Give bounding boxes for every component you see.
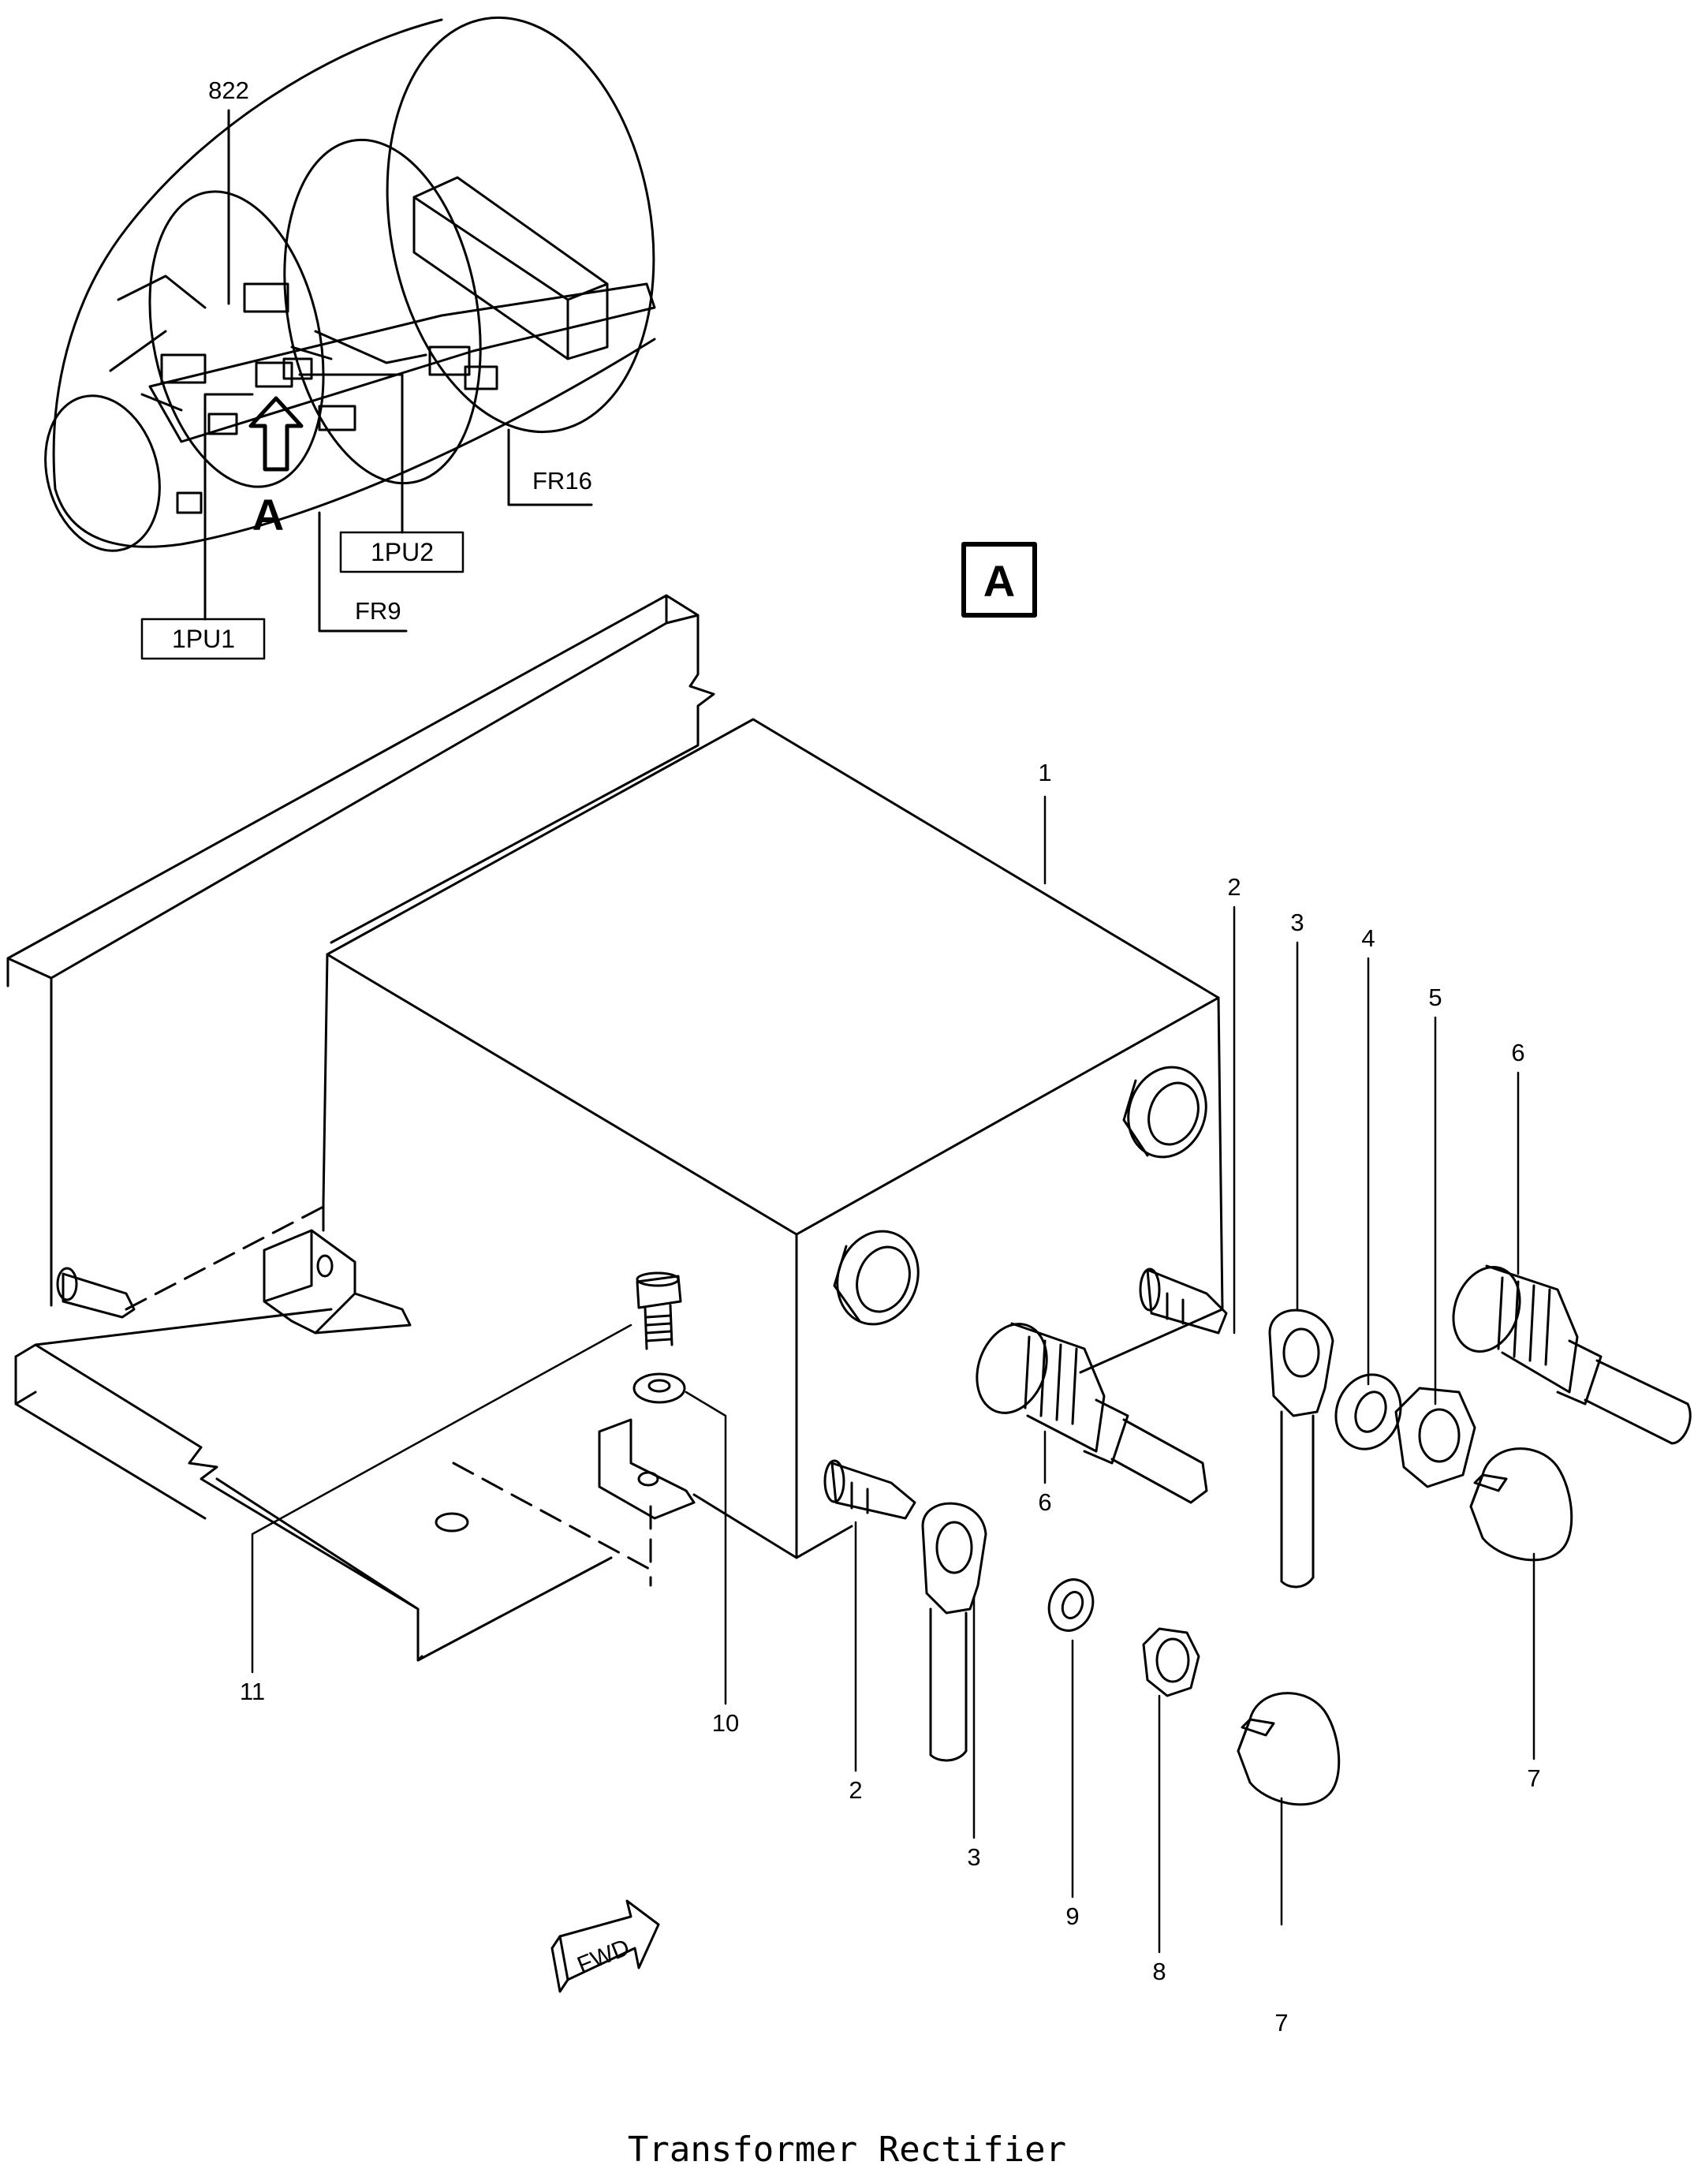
equipment-shelf [148,282,656,443]
mounting-structure [6,594,715,1662]
cabinet [412,176,609,360]
callout-8: 8 [1152,1958,1166,1985]
equipment-box [160,353,207,384]
callout-3: 3 [1290,909,1304,936]
leader-1pu1 [203,393,254,621]
equipment-box [176,491,203,514]
callout-1: 1 [1038,759,1051,786]
callout-10: 10 [712,1709,739,1737]
nut-5 [1394,1387,1476,1488]
mount-bracket-right [598,1418,696,1520]
unit-1pu1-box [140,618,266,660]
mount-bracket-left [263,1229,412,1335]
view-a-box [961,542,1037,618]
callout-6: 6 [1511,1039,1524,1066]
leader-fr16 [507,428,593,506]
nose-frame-outer [386,16,655,434]
bolt [636,1271,682,1350]
tr-unit-highlight [282,357,313,380]
cap-upper [1469,1447,1573,1562]
bracket-hole [316,1254,334,1278]
callout-7: 7 [1527,1764,1540,1792]
washer-9 [1047,1578,1095,1632]
callout-9: 9 [1065,1902,1079,1930]
washer-10 [632,1372,686,1404]
view-arrow [248,396,304,472]
terminal-stud-upper [1139,1267,1228,1335]
view-a-label: A [983,556,1015,606]
tr-unit-highlight [255,361,293,388]
leader-1pu2 [298,373,404,534]
fwd-arrow [550,1899,660,1993]
callout-3: 3 [967,1843,980,1871]
callout-5: 5 [1428,984,1442,1011]
equipment-box [464,365,498,390]
connector-plug-lower [976,1322,1208,1504]
locating-pin [62,1272,136,1319]
floor-panel [14,1308,613,1662]
callout-2: 2 [849,1776,862,1804]
terminal-stud-lower [823,1459,916,1520]
bracket-lines [109,274,427,412]
transformer-rectifier-unit [56,718,1224,1559]
equipment-box [428,345,471,376]
nose-frame-tip [44,394,161,552]
equipment-box [207,413,238,435]
frame-label-fr16: FR16 [532,467,592,495]
unit-1pu2-box [339,531,465,573]
callout-11: 11 [240,1678,265,1705]
unit-label-1pu1: 1PU1 [172,625,235,653]
arrow-label: A [252,490,284,539]
mount-hole [435,1512,469,1533]
callout-6: 6 [1038,1488,1051,1516]
bracket-hole [637,1471,659,1487]
receptacle-lower [833,1230,920,1326]
nut-8 [1142,1627,1200,1697]
frame-label-fr9: FR9 [355,597,401,625]
bulkhead-panel [6,594,715,1307]
pin-head [56,1267,78,1301]
nose-frame-inner [148,190,325,488]
callout-7: 7 [1274,2009,1288,2037]
callout-leaders [251,795,1535,1954]
ring-terminal-upper [1268,1309,1334,1589]
unit-label-1pu2: 1PU2 [371,538,434,566]
cap-lower [1237,1692,1341,1806]
ring-terminal-lower [921,1502,987,1762]
receptacle-upper [1122,1066,1207,1159]
equipment-box [243,282,289,313]
callout-2: 2 [1227,873,1241,901]
leader-fr9 [318,511,408,633]
tr-box-top [326,718,1220,1236]
connector-plug-upper [1452,1264,1692,1445]
callout-4: 4 [1361,924,1375,952]
equipment-box [318,405,356,431]
aircraft-nose-locator [44,16,656,660]
zone-label: 822 [208,77,249,104]
figure-caption: Transformer Rectifier [627,2130,1067,2170]
mount-centerline [125,1205,652,1587]
tr-box-left [322,953,329,1232]
nose-outline [52,18,656,548]
fwd-label: FWD [573,1934,633,1978]
